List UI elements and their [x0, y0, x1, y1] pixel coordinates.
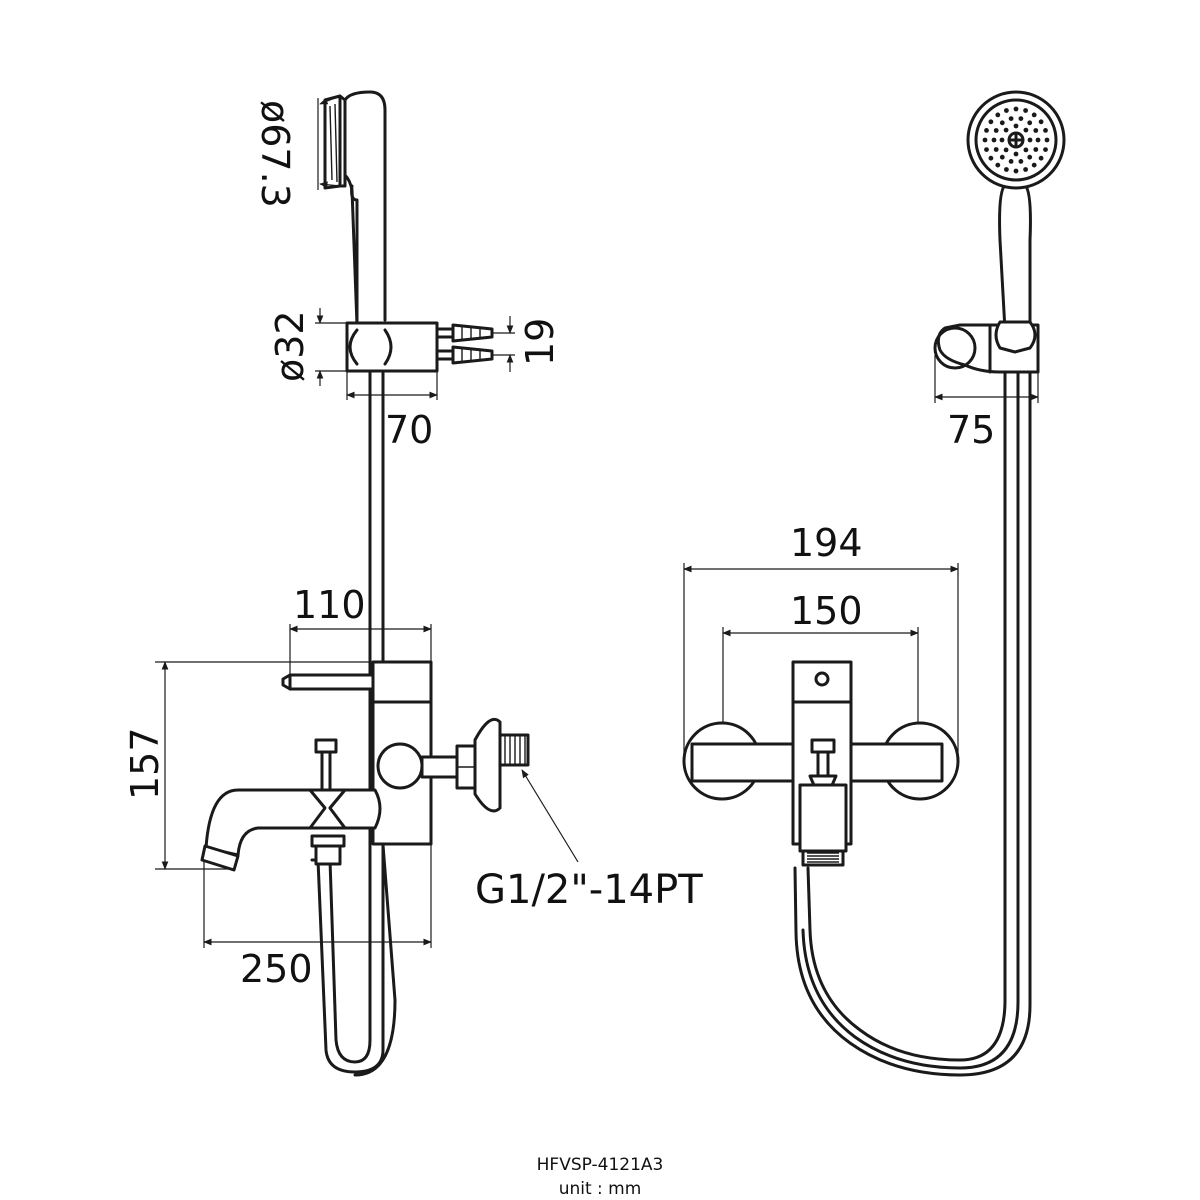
nozzle-dot — [1023, 167, 1028, 172]
nozzle-dot — [982, 137, 988, 143]
shower-nozzles — [982, 106, 1050, 174]
nozzle-dot — [1003, 147, 1009, 153]
nozzle-dot — [1018, 116, 1024, 121]
nozzle-dot — [984, 147, 989, 153]
nozzle-dot — [1008, 159, 1014, 164]
side-wall-holder — [345, 321, 494, 373]
nozzle-dot — [1023, 108, 1028, 113]
model-number: HFVSP-4121A3 — [537, 1155, 664, 1175]
nozzle-dot — [988, 155, 994, 161]
front-shower-head — [966, 90, 1066, 332]
nozzle-dot — [993, 128, 999, 133]
nozzle-dot — [1027, 120, 1033, 126]
head-diameter-label: ø67.3 — [253, 100, 297, 208]
side-mixer-body — [281, 660, 530, 846]
nozzle-dot — [1013, 168, 1019, 174]
nozzle-dot — [999, 120, 1005, 126]
nozzle-dot — [999, 154, 1005, 160]
nozzle-dot — [1027, 154, 1033, 160]
nozzle-dot — [988, 119, 994, 125]
side-hose-inner — [328, 366, 372, 1064]
overall-width-label: 194 — [790, 521, 863, 565]
nozzle-dot — [1035, 137, 1041, 143]
nozzle-dot — [991, 137, 997, 143]
nozzle-dot — [1013, 123, 1019, 129]
side-view — [155, 90, 579, 1077]
nozzle-dot — [1003, 127, 1009, 133]
nozzle-dot — [1044, 137, 1050, 143]
nozzle-dot — [1013, 151, 1019, 157]
nozzle-dot — [1013, 106, 1019, 112]
front-dimension-lines — [683, 355, 1039, 761]
nozzle-dot — [999, 137, 1005, 143]
nozzle-dot — [1038, 155, 1044, 161]
nozzle-dot — [1004, 167, 1009, 172]
thread-label: G1/2"-14PT — [475, 867, 703, 913]
nozzle-dot — [1027, 137, 1033, 143]
holder-diameter-label: ø32 — [268, 310, 312, 382]
lever-width-label: 110 — [293, 583, 366, 627]
nozzle-dot — [1031, 112, 1037, 118]
nozzle-dot — [1033, 128, 1039, 133]
holder-depth-side-label: 70 — [385, 408, 433, 452]
front-hose — [806, 370, 1007, 1062]
nozzle-dot — [995, 162, 1001, 168]
nozzle-dot — [1004, 108, 1009, 113]
unit-label: unit : mm — [559, 1179, 642, 1199]
center-distance-label: 150 — [790, 589, 863, 633]
holder-offset-label: 19 — [518, 318, 562, 366]
nozzle-dot — [1023, 147, 1029, 153]
front-wall-holder — [933, 320, 1040, 374]
height-label: 157 — [123, 727, 167, 800]
nozzle-dot — [1038, 119, 1044, 125]
nozzle-dot — [984, 127, 989, 133]
holder-depth-front-label: 75 — [947, 408, 995, 452]
front-view — [682, 90, 1066, 1077]
side-spout — [200, 738, 382, 872]
nozzle-dot — [1043, 147, 1048, 153]
nozzle-dot — [1031, 162, 1037, 168]
side-shower-head — [323, 90, 387, 327]
side-dimension-lines — [155, 95, 579, 948]
nozzle-dot — [1033, 147, 1039, 152]
side-hose-outer — [310, 366, 385, 1074]
spout-length-label: 250 — [240, 947, 313, 991]
nozzle-dot — [1023, 127, 1029, 133]
nozzle-dot — [995, 112, 1001, 118]
nozzle-dot — [1043, 127, 1048, 133]
nozzle-dot — [1018, 159, 1024, 164]
nozzle-dot — [993, 147, 999, 152]
front-mixer-body — [682, 660, 960, 867]
nozzle-dot — [1008, 116, 1014, 121]
